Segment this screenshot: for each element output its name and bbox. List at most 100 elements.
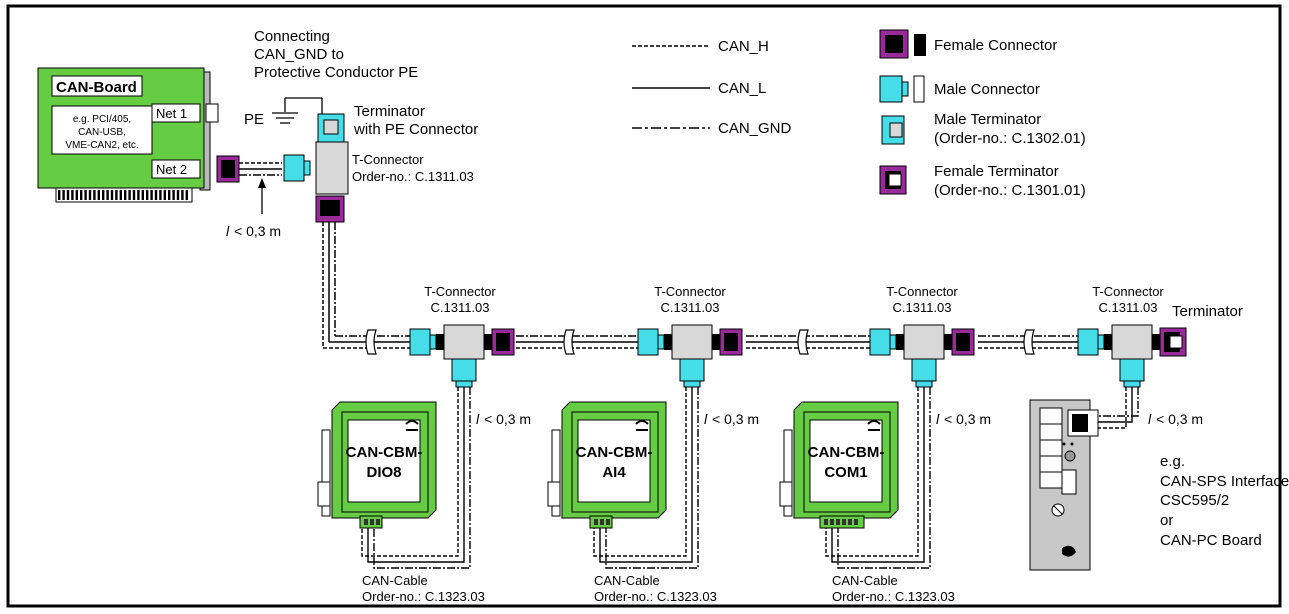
bus-t-connector-2 xyxy=(637,324,743,388)
sps-note-line-2: CAN-SPS Interface xyxy=(1160,473,1289,490)
board-edge-pin xyxy=(141,190,144,200)
diagram-frame xyxy=(6,4,1282,608)
legend-male-terminator-icon xyxy=(881,115,905,145)
module-ai4 xyxy=(547,401,667,529)
board-edge-pin xyxy=(163,190,166,200)
legend-male-connector-icon xyxy=(879,75,925,103)
module-ai4-label-2: AI4 xyxy=(602,464,626,481)
cable-label-2-line-1: CAN-Cable xyxy=(594,573,660,588)
board-female-connector xyxy=(216,155,240,183)
bus-t-connector-3-label-2: C.1311.03 xyxy=(892,300,951,315)
board-edge-pin xyxy=(115,190,118,200)
length-symbol-3: l xyxy=(936,411,940,427)
cable-break-marks xyxy=(365,329,1035,355)
module-dio8-label-2: DIO8 xyxy=(366,464,401,481)
module-dio8-label-1: CAN-CBM- xyxy=(346,444,423,461)
sps-note-line-1: e.g. xyxy=(1160,453,1185,470)
pe-label: PE xyxy=(244,111,264,128)
board-edge-pin xyxy=(88,190,92,200)
end-terminator-label: Terminator xyxy=(1172,303,1243,320)
module-ai4-label-1: CAN-CBM- xyxy=(576,444,653,461)
bus-t-connector-4-label-2: C.1311.03 xyxy=(1098,300,1157,315)
board-edge-pin xyxy=(93,190,96,200)
pe-note-line-3: Protective Conductor PE xyxy=(254,64,418,81)
board-edge-pin xyxy=(97,190,100,200)
legend-female-connector: Female Connector xyxy=(934,37,1057,54)
can-board-example-2: CAN-USB, xyxy=(78,127,126,138)
board-edge-pin xyxy=(137,190,140,200)
cable-label-2-line-2: Order-no.: C.1323.03 xyxy=(594,589,717,604)
board-edge-pin xyxy=(75,190,78,200)
board-edge-pin xyxy=(150,190,153,200)
terminator-pe-line-1: Terminator xyxy=(354,103,425,120)
can-board-title: CAN-Board xyxy=(56,79,137,96)
legend-lines xyxy=(632,45,710,129)
bus-t-connector-1-label-2: C.1311.03 xyxy=(430,300,489,315)
board-edge-pin xyxy=(119,190,122,200)
bus-t-connector-4 xyxy=(1077,324,1187,388)
first-t-connector-label-1: T-Connector xyxy=(352,152,424,167)
legend-female-connector-icon xyxy=(879,29,926,59)
board-edge-pin xyxy=(124,190,127,200)
module-com1 xyxy=(779,401,899,529)
bus-t-connector-2-label-2: C.1311.03 xyxy=(660,300,719,315)
board-cable-male-connector xyxy=(283,154,311,182)
legend-female-terminator-2: (Order-no.: C.1301.01) xyxy=(934,182,1086,199)
board-edge-pin xyxy=(110,190,114,200)
module-com1-label-1: CAN-CBM- xyxy=(808,444,885,461)
bus-t-connector-1 xyxy=(409,324,515,388)
board-cable xyxy=(239,162,282,176)
net2-label: Net 2 xyxy=(156,162,187,177)
board-edge-pin xyxy=(106,190,109,200)
board-edge-pin xyxy=(58,190,61,200)
length-symbol-4: l xyxy=(1148,411,1152,427)
sps-interface-panel xyxy=(1029,399,1099,571)
board-edge-pin xyxy=(80,190,83,200)
board-edge-pin xyxy=(66,190,70,200)
first-t-connector-label-2: Order-no.: C.1311.03 xyxy=(352,169,474,184)
board-edge-pin xyxy=(128,190,131,200)
bus-t-connector-1-label-1: T-Connector xyxy=(424,284,496,299)
cable-label-1-line-2: Order-no.: C.1323.03 xyxy=(362,589,485,604)
pe-wire xyxy=(272,97,323,124)
can-board: CAN-Board e.g. PCI/405, CAN-USB, VME-CAN… xyxy=(37,67,219,203)
board-edge-pin xyxy=(185,190,188,200)
length-label-2: < 0,3 m xyxy=(712,411,759,427)
legend-male-terminator-2: (Order-no.: C.1302.01) xyxy=(934,130,1086,147)
module-dio8 xyxy=(317,401,437,529)
length-label-1: < 0,3 m xyxy=(484,411,531,427)
pe-note-line-1: Connecting xyxy=(254,28,330,45)
board-edge-pin xyxy=(168,190,171,200)
trunk-cable-vertical xyxy=(322,222,336,348)
cable-label-1-line-1: CAN-Cable xyxy=(362,573,428,588)
board-edge-pin xyxy=(62,190,65,200)
board-edge-pin xyxy=(181,190,184,200)
sps-note-line-5: CAN-PC Board xyxy=(1160,532,1262,549)
board-edge-pin xyxy=(172,190,175,200)
cable-label-3-line-1: CAN-Cable xyxy=(832,573,898,588)
legend-male-connector: Male Connector xyxy=(934,81,1040,98)
drop-cables xyxy=(361,387,1139,569)
length-label-3: < 0,3 m xyxy=(944,411,991,427)
bus-t-connector-2-label-1: T-Connector xyxy=(654,284,726,299)
board-edge-pin xyxy=(102,190,105,200)
board-edge-pin xyxy=(176,190,180,200)
module-com1-label-2: COM1 xyxy=(824,464,867,481)
terminator-pe-line-2: with PE Connector xyxy=(353,121,478,138)
length-symbol-2: l xyxy=(704,411,708,427)
board-edge-pin xyxy=(146,190,149,200)
bus-t-connector-3-label-1: T-Connector xyxy=(886,284,958,299)
first-t-connector xyxy=(315,141,349,195)
legend-female-terminator-icon xyxy=(879,165,907,195)
sps-note-line-3: CSC595/2 xyxy=(1160,492,1229,509)
legend-male-terminator-1: Male Terminator xyxy=(934,111,1041,128)
length-label-4: < 0,3 m xyxy=(1156,411,1203,427)
board-edge-pin xyxy=(84,190,87,200)
sps-note-line-4: or xyxy=(1160,512,1173,529)
length-symbol-1: l xyxy=(476,411,480,427)
bus-t-connector-3 xyxy=(869,324,975,388)
length-symbol-board: l xyxy=(226,223,230,239)
net1-label: Net 1 xyxy=(156,106,187,121)
